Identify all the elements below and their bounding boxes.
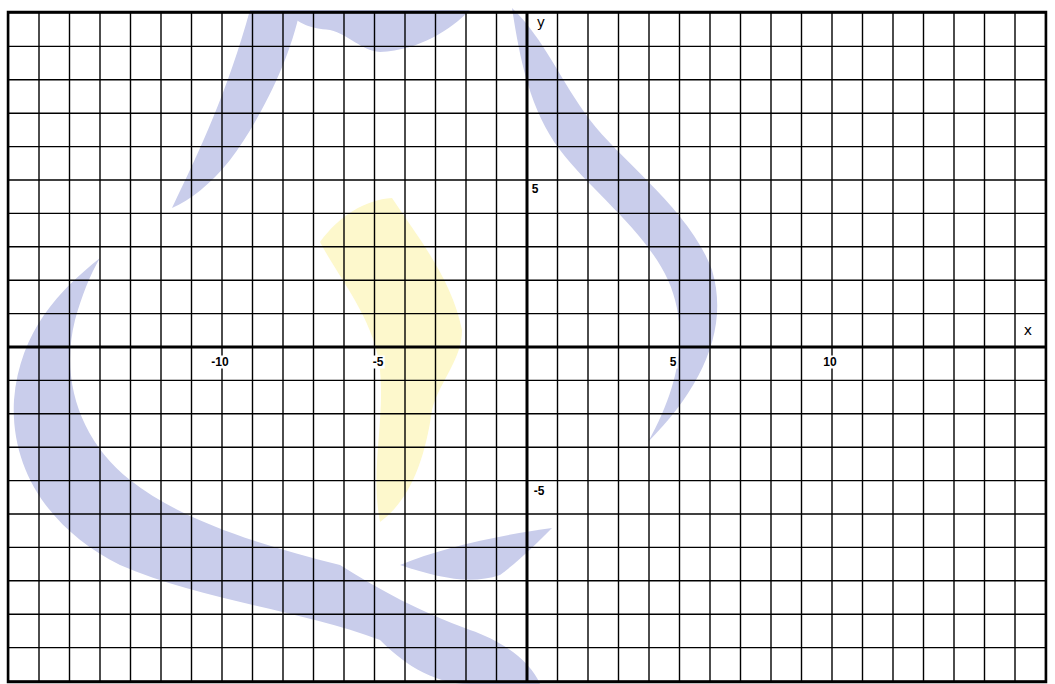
- tick-label: -10: [210, 356, 229, 369]
- grid-lines: [8, 12, 1046, 682]
- tick-label: 10: [822, 356, 837, 369]
- tick-label: 5: [669, 356, 678, 369]
- axes: [8, 12, 1046, 682]
- tick-label: 5: [531, 183, 540, 196]
- watermark-arc-right: [512, 8, 717, 442]
- grid-border: [8, 12, 1046, 682]
- watermark-arc-left: [14, 258, 540, 684]
- watermark-tail: [400, 528, 552, 580]
- tick-label: -5: [533, 485, 546, 498]
- axis-name: y: [536, 16, 546, 29]
- axis-name: x: [1023, 324, 1033, 337]
- tick-label: -5: [372, 356, 385, 369]
- y-axis: [526, 12, 529, 682]
- grid-line: [526, 12, 527, 682]
